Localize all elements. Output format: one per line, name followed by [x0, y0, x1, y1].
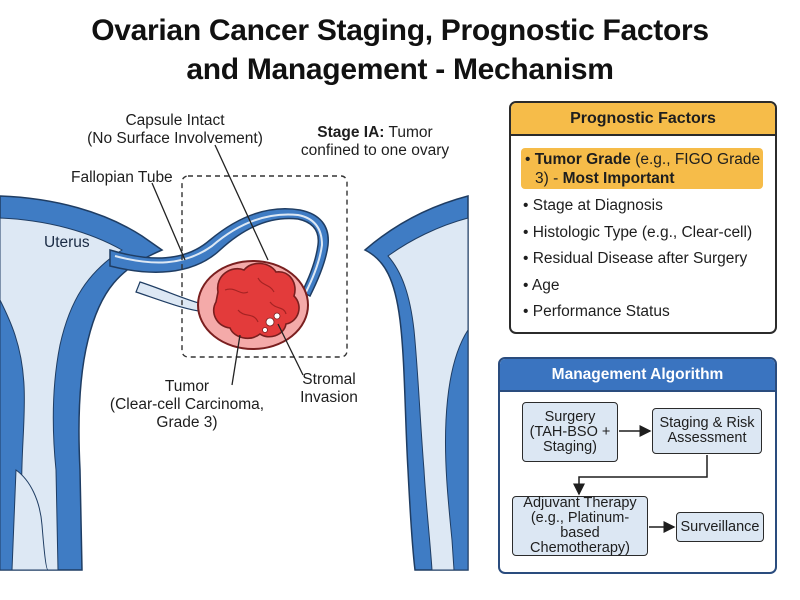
capsule-label: Capsule Intact (No Surface Involvement) — [55, 112, 295, 148]
surgery-step-line3: Staging) — [542, 438, 597, 455]
capsule-label-line2: (No Surface Involvement) — [87, 130, 263, 147]
stromal-label-line2: Invasion — [300, 389, 358, 406]
prognostic-highlight-item — [521, 148, 763, 189]
prognostic-item: • Histologic Type (e.g., Clear-cell) — [523, 224, 753, 241]
prognostic-item: • Age — [523, 277, 560, 294]
callout-leader-lines — [151, 144, 304, 386]
stage-ia-label-bold: Stage IA: — [317, 124, 385, 141]
prognostic-highlight-bold: Tumor Grade — [534, 151, 631, 168]
adjuvant-step-line1: Adjuvant Therapy — [523, 495, 637, 511]
tumor-label-line3: Grade 3) — [156, 414, 218, 431]
left-uterus — [0, 195, 164, 571]
surgery-step-line2: (TAH-BSO + — [529, 423, 611, 440]
prognostic-item-text: Residual Disease after Surgery — [532, 250, 748, 267]
prognostic-highlight-line2: 3) - Most Important — [535, 169, 675, 188]
prognostic-item-text: Stage at Diagnosis — [532, 197, 663, 214]
management-algorithm-header: Management Algorithm — [500, 359, 775, 392]
staging-step-line2: Assessment — [667, 430, 747, 446]
tumor-mass — [212, 262, 300, 340]
arrow-staging-to-adjuvant — [573, 455, 708, 496]
right-uterus — [363, 195, 469, 571]
stage-ia-label-rest: Tumor — [384, 124, 433, 141]
uterus-label: Uterus — [44, 234, 90, 251]
prognostic-item-text: Age — [531, 277, 560, 294]
prognostic-highlight-normal: (e.g., FIGO Grade — [630, 151, 761, 168]
tumor-label-line1: Tumor — [164, 378, 210, 395]
diagram-title-line1: Ovarian Cancer Staging, Prognostic Facto… — [91, 14, 709, 47]
prognostic-factors-header: Prognostic Factors — [511, 103, 775, 136]
prognostic-highlight-line2-bold: Most Important — [562, 170, 675, 187]
stage-ia-box — [181, 175, 348, 358]
capsule-label-line1: Capsule Intact — [125, 112, 225, 129]
fallopian-tube-label: Fallopian Tube — [71, 169, 173, 186]
adjuvant-step-line2: (e.g., Platinum-based — [530, 510, 630, 541]
management-flow-arrows — [573, 425, 708, 533]
tumor-label: Tumor (Clear-cell Carcinoma, Grade 3) — [108, 378, 266, 432]
surveillance-step-label: Surveillance — [680, 518, 760, 535]
prognostic-item: • Stage at Diagnosis — [523, 197, 663, 214]
prognostic-highlight-line2-normal: 3) - — [535, 170, 563, 187]
management-algorithm-panel: Management Algorithm Surgery (TAH-BSO + … — [498, 357, 777, 574]
ovarian-ligament — [135, 281, 207, 313]
stage-ia-label-line2: confined to one ovary — [300, 142, 450, 159]
adjuvant-step-line3: Chemotherapy) — [530, 540, 630, 556]
stromal-invasion-label: Stromal Invasion — [290, 371, 368, 407]
staging-risk-step-box: Staging & Risk Assessment — [652, 408, 762, 454]
prognostic-item: • Performance Status — [523, 303, 670, 320]
prognostic-highlight-line1: • Tumor Grade (e.g., FIGO Grade — [525, 151, 761, 168]
stromal-label-line1: Stromal — [302, 371, 356, 388]
prognostic-item-text: Histologic Type (e.g., Clear-cell) — [532, 224, 753, 241]
tumor-label-line2: (Clear-cell Carcinoma, — [109, 396, 265, 413]
prognostic-item-text: Performance Status — [532, 303, 670, 320]
prognostic-item: • Residual Disease after Surgery — [523, 250, 748, 267]
stromal-invasion-marks — [262, 312, 281, 333]
stage-ia-label: Stage IA: Tumor confined to one ovary — [295, 124, 455, 160]
surgery-step-box: Surgery (TAH-BSO + Staging) — [522, 402, 618, 462]
prognostic-factors-panel: Prognostic Factors • Tumor Grade (e.g., … — [509, 101, 777, 334]
surveillance-step-box: Surveillance — [676, 512, 764, 542]
staging-step-line1: Staging & Risk — [659, 415, 755, 431]
adjuvant-therapy-step-box: Adjuvant Therapy (e.g., Platinum-based C… — [512, 496, 648, 556]
diagram-title-line2: and Management - Mechanism — [186, 53, 614, 86]
surgery-step-line1: Surgery — [544, 408, 596, 425]
